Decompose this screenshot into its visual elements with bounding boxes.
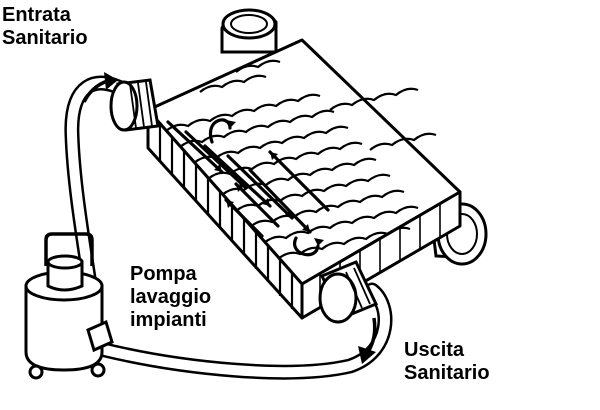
inlet-label: Entrata Sanitario [2, 4, 88, 50]
outlet-port [318, 260, 379, 324]
inlet-label-line-1: Entrata [2, 4, 71, 26]
outlet-label-line-1: Uscita [404, 339, 465, 361]
inlet-port [109, 78, 160, 132]
outlet-flow-arrow-icon [358, 317, 377, 364]
pump-label-line-1: Pompa [130, 263, 197, 285]
pump-label-line-3: impianti [130, 309, 207, 331]
inlet-label-line-2: Sanitario [2, 27, 88, 49]
outlet-label-line-2: Sanitario [404, 362, 490, 384]
pump-label: Pompa lavaggio impianti [130, 263, 211, 332]
back-top-port [220, 8, 278, 54]
outlet-hose [97, 282, 393, 380]
flushing-pump-icon [24, 232, 114, 380]
inlet-hose [64, 75, 136, 328]
inlet-flow-arrow-icon [82, 72, 118, 103]
outlet-label: Uscita Sanitario [404, 339, 490, 385]
flow-arrow-icon [166, 118, 330, 257]
pump-label-line-2: lavaggio [130, 286, 212, 308]
